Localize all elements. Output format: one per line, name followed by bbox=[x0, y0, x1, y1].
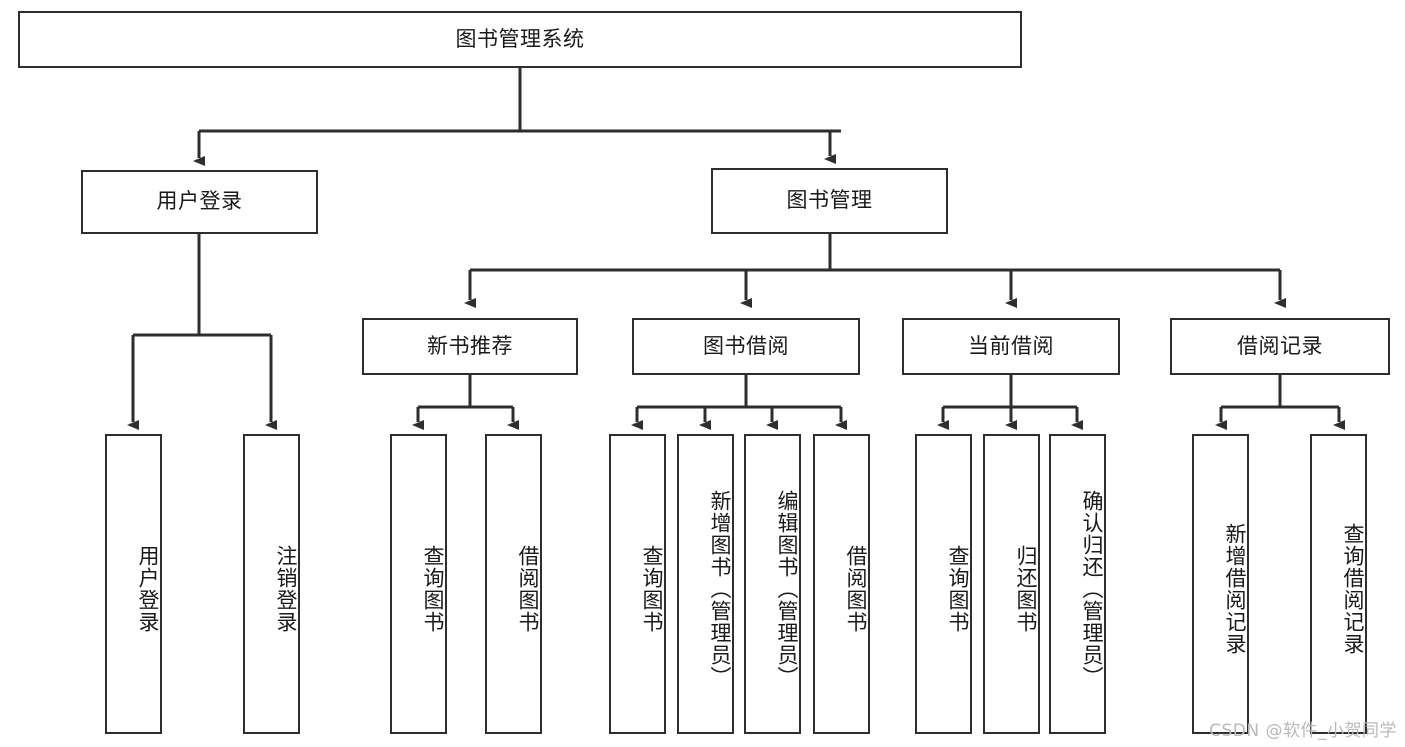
node-label: 当前借阅 bbox=[968, 333, 1054, 358]
leaf-current-query-book[interactable]: 查询图书 bbox=[915, 434, 972, 734]
csdn-watermark: CSDN @软件_小贺同学 bbox=[1209, 721, 1397, 741]
node-label: 查询借阅记录 bbox=[1341, 523, 1365, 655]
node-new-book-recommend[interactable]: 新书推荐 bbox=[362, 318, 578, 375]
node-label: 借阅记录 bbox=[1237, 333, 1323, 358]
node-label: 查询图书 bbox=[946, 545, 970, 633]
node-label: 图书借阅 bbox=[703, 333, 789, 358]
leaf-user-logout[interactable]: 注销登录 bbox=[243, 434, 300, 734]
node-root[interactable]: 图书管理系统 bbox=[18, 11, 1022, 68]
node-label: 图书管理 bbox=[786, 188, 873, 213]
leaf-record-query[interactable]: 查询借阅记录 bbox=[1310, 434, 1367, 734]
leaf-newbook-borrow-book[interactable]: 借阅图书 bbox=[485, 434, 542, 734]
node-label: 借阅图书 bbox=[844, 545, 868, 633]
node-label: 查询图书 bbox=[640, 545, 664, 633]
node-borrow-record[interactable]: 借阅记录 bbox=[1170, 318, 1390, 375]
leaf-newbook-query-book[interactable]: 查询图书 bbox=[390, 434, 447, 734]
node-label: 新书推荐 bbox=[427, 333, 513, 358]
node-label: 归还图书 bbox=[1014, 545, 1038, 633]
node-label: 注销登录 bbox=[274, 545, 298, 633]
node-label: 新增图书（管理员） bbox=[708, 490, 732, 688]
node-current-borrow[interactable]: 当前借阅 bbox=[902, 318, 1120, 375]
leaf-record-add[interactable]: 新增借阅记录 bbox=[1192, 434, 1249, 734]
node-label: 图书管理系统 bbox=[455, 26, 585, 51]
leaf-current-return-book[interactable]: 归还图书 bbox=[983, 434, 1040, 734]
leaf-user-login[interactable]: 用户登录 bbox=[105, 434, 162, 734]
node-label: 用户登录 bbox=[156, 189, 243, 214]
node-book-management[interactable]: 图书管理 bbox=[711, 168, 948, 234]
leaf-current-confirm-return[interactable]: 确认归还（管理员） bbox=[1049, 434, 1106, 734]
node-book-borrow[interactable]: 图书借阅 bbox=[632, 318, 860, 375]
node-label: 确认归还（管理员） bbox=[1080, 490, 1104, 688]
leaf-borrow-add-book[interactable]: 新增图书（管理员） bbox=[677, 434, 734, 734]
leaf-borrow-lend-book[interactable]: 借阅图书 bbox=[813, 434, 870, 734]
node-label: 查询图书 bbox=[421, 545, 445, 633]
node-label: 新增借阅记录 bbox=[1223, 523, 1247, 655]
node-label: 编辑图书（管理员） bbox=[775, 490, 799, 688]
leaf-borrow-edit-book[interactable]: 编辑图书（管理员） bbox=[744, 434, 801, 734]
node-user-login[interactable]: 用户登录 bbox=[81, 170, 318, 234]
leaf-borrow-query-book[interactable]: 查询图书 bbox=[609, 434, 666, 734]
node-label: 借阅图书 bbox=[516, 545, 540, 633]
node-label: 用户登录 bbox=[136, 545, 160, 633]
